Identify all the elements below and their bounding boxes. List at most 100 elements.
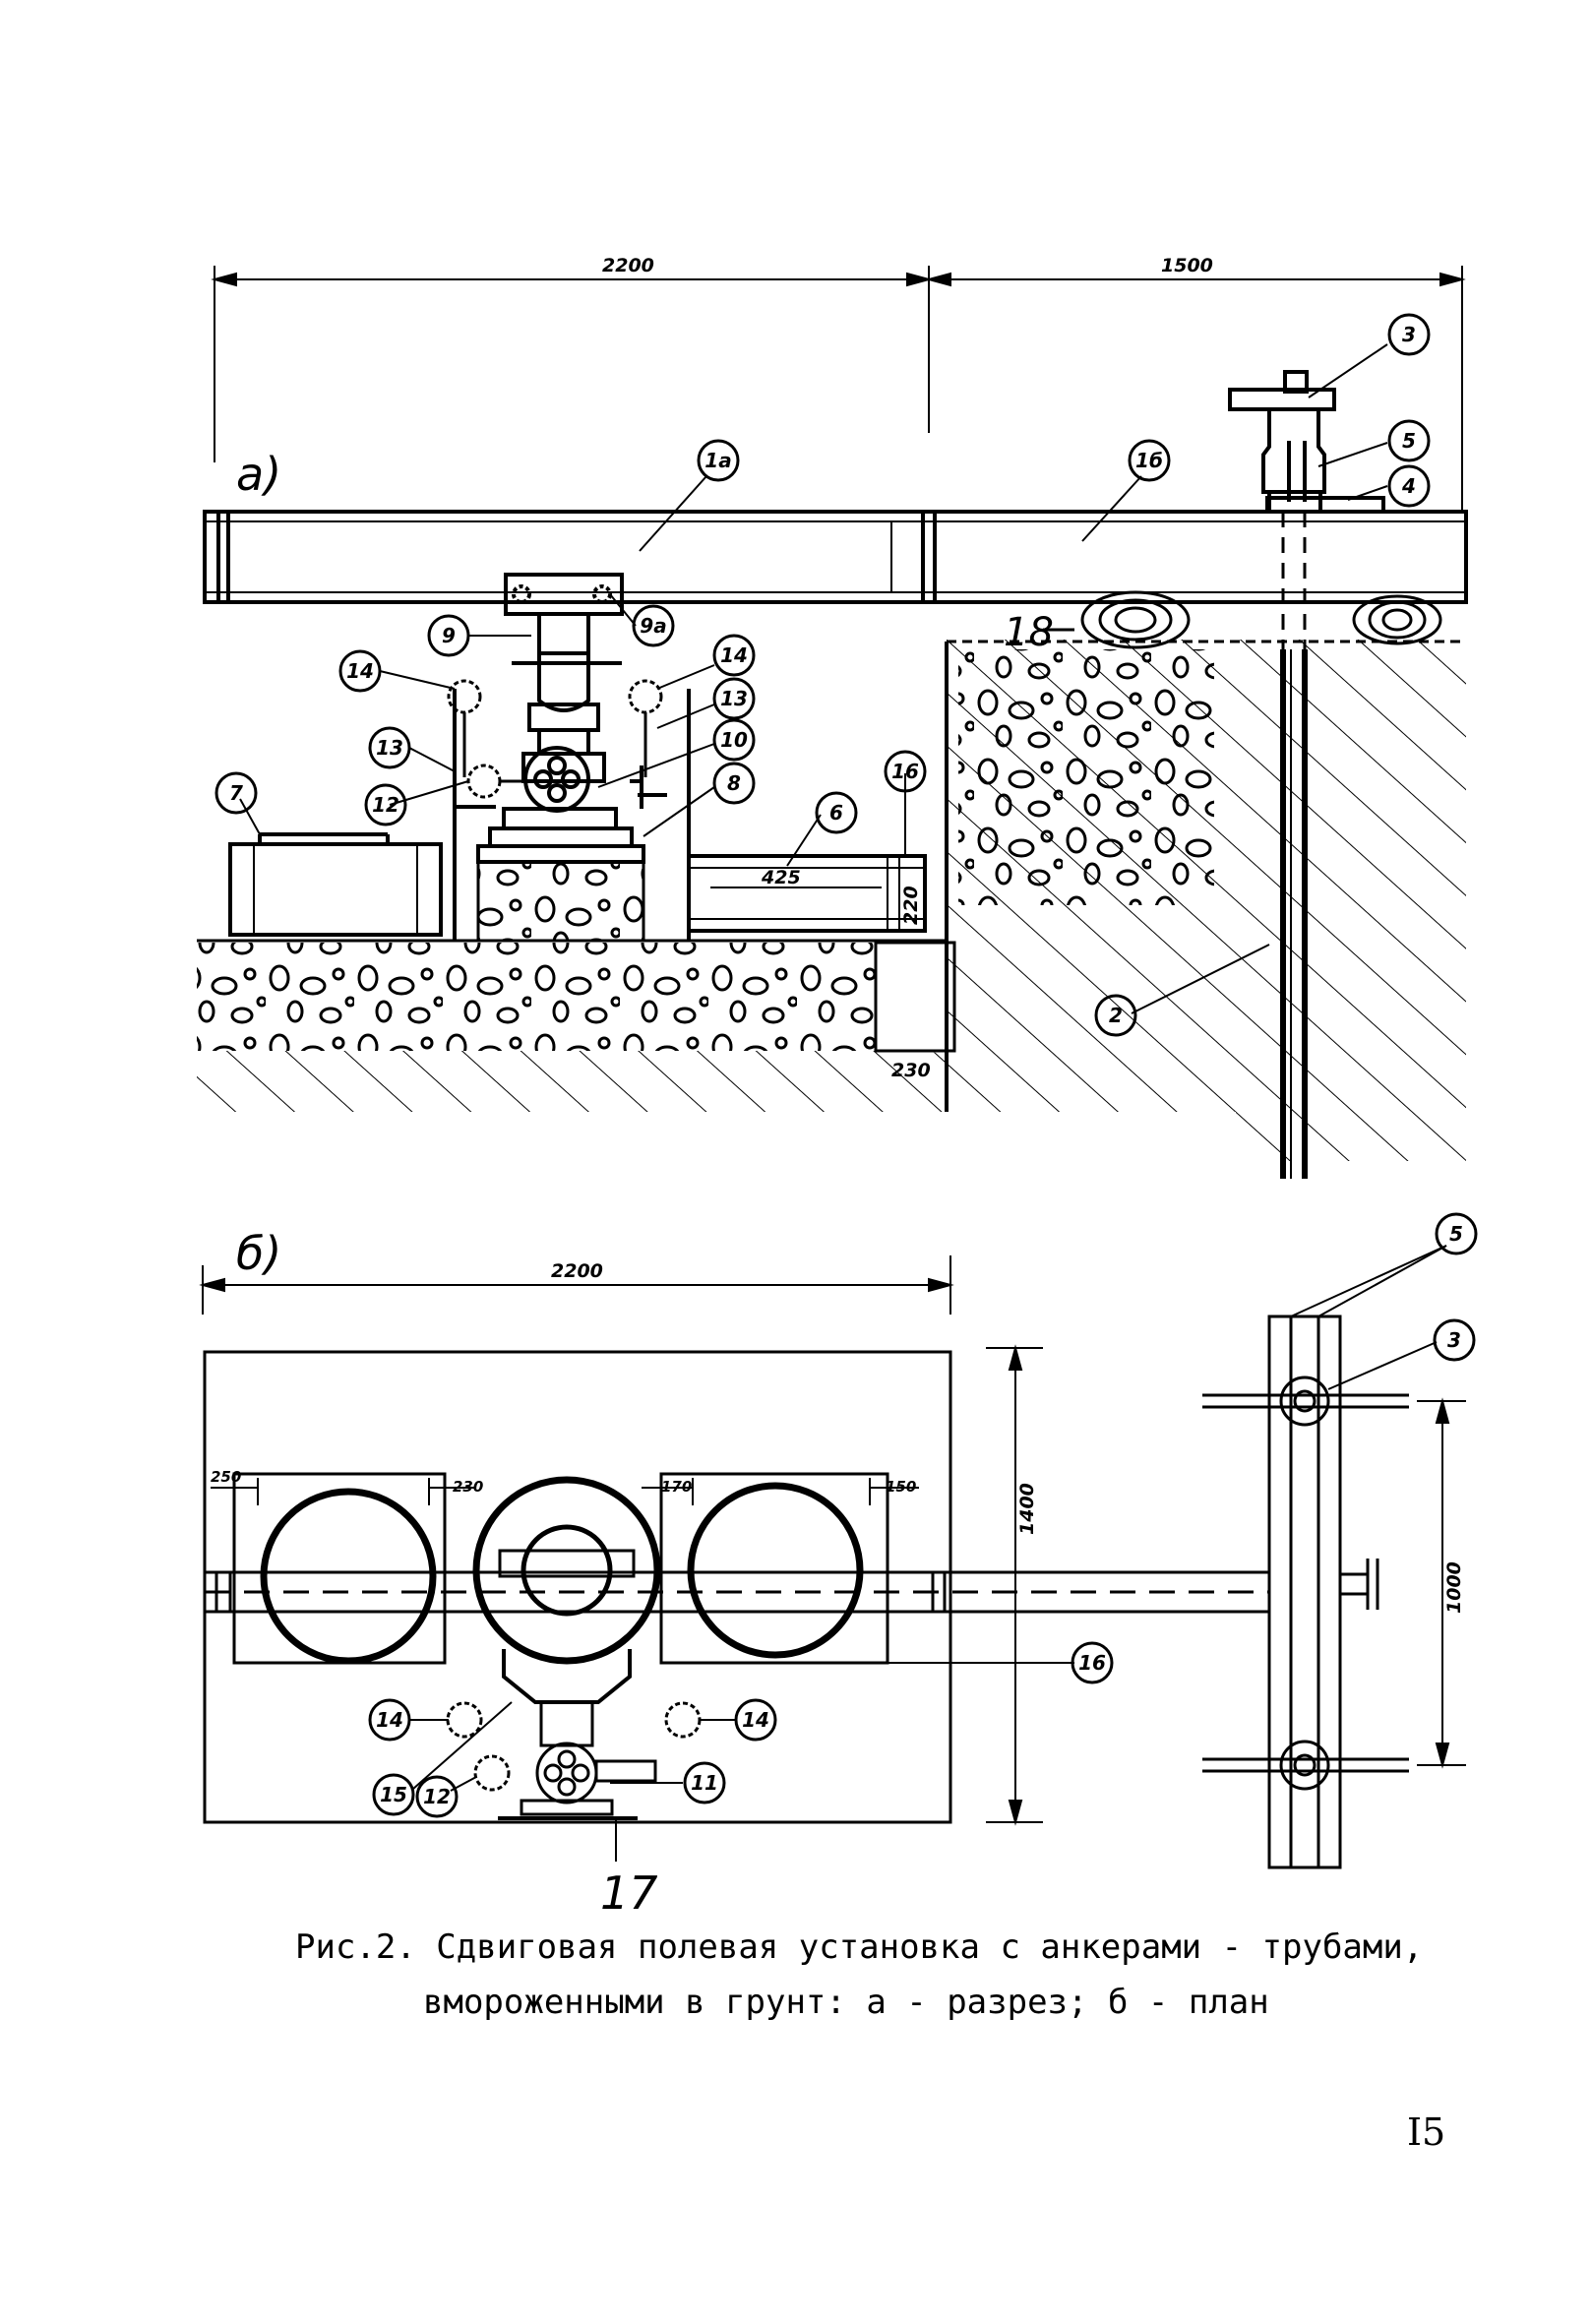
- marker-7-label: 7: [229, 781, 243, 805]
- section-a-label: a): [236, 448, 281, 501]
- marker-b17-label: 17: [600, 1866, 658, 1920]
- marker-b15-label: 15: [380, 1783, 407, 1806]
- marker-3-label: 3: [1402, 323, 1416, 346]
- dimension-line-top: [211, 266, 1466, 512]
- marker-b14-right-circle: [734, 1698, 777, 1742]
- coil-18-left: [1080, 590, 1191, 649]
- marker-2-circle: [1094, 994, 1137, 1037]
- dimension-1000: [1417, 1397, 1466, 1769]
- dimension-line-b-top: [199, 1255, 954, 1315]
- marker-1b-label: 1б: [1135, 449, 1163, 472]
- marker-12-label: 12: [372, 793, 399, 817]
- caption-line-2: вмороженными в грунт: а - разрез; б - пл…: [423, 1983, 1269, 2022]
- marker-9a-label: 9а: [640, 614, 666, 638]
- marker-10-circle: [712, 718, 756, 762]
- marker-8-circle: [712, 762, 756, 805]
- dial-gauge-plan-left: [446, 1701, 483, 1739]
- section-a: 2200 1500 a): [197, 255, 1468, 1179]
- leader-lines-b: [409, 1245, 1447, 1862]
- marker-8-label: 8: [727, 771, 741, 795]
- frozen-ground-block: [945, 640, 1466, 1161]
- marker-1a-circle: [697, 439, 740, 482]
- dim-1000-label: 1000: [1443, 1561, 1465, 1614]
- dimension-1400: [986, 1344, 1043, 1826]
- markers-a: 1a 1б 3 5 4 9 9а 14 14 13 13 10: [214, 313, 1431, 1037]
- outer-frame-plan: [203, 1350, 952, 1824]
- marker-14-left-circle: [338, 649, 382, 693]
- marker-13-left-label: 13: [376, 736, 403, 760]
- anchor-pipe-2: [1280, 512, 1308, 1179]
- markers-b: 5 3 16 14 14 15 12 11 17: [368, 1212, 1478, 1920]
- marker-10-label: 10: [720, 728, 748, 752]
- soil-rocks-left: [197, 943, 876, 1051]
- marker-b15-circle: [372, 1773, 415, 1816]
- marker-12-circle: [364, 783, 407, 826]
- dim-230-label: 230: [891, 1060, 931, 1081]
- marker-16-circle: [884, 750, 927, 793]
- marker-3-circle: [1387, 313, 1431, 356]
- circle-stamp-right: [687, 1482, 864, 1659]
- anchor-frame-plan: [1202, 1315, 1409, 1869]
- pipe-6: [687, 854, 927, 933]
- marker-2-label: 2: [1109, 1004, 1123, 1027]
- circle-stamp-left: [260, 1488, 437, 1665]
- small-block-230: [874, 941, 956, 1053]
- marker-16-label: 16: [891, 760, 919, 783]
- beam-plan: [203, 1570, 1271, 1614]
- marker-4-circle: [1387, 464, 1431, 508]
- main-beam: [203, 510, 1468, 604]
- dim-1400-label: 1400: [1016, 1483, 1038, 1535]
- dim-2200-label: 2200: [602, 255, 654, 276]
- soil-hatch-left: [197, 1051, 945, 1112]
- marker-b16-label: 16: [1078, 1651, 1106, 1675]
- dim-170-label: 170: [661, 1478, 692, 1496]
- section-b-label: б): [236, 1227, 281, 1280]
- dial-gauge-12: [466, 764, 523, 799]
- dial-gauge-plan-right: [664, 1701, 702, 1739]
- marker-b3-circle: [1433, 1318, 1476, 1362]
- section-b: б) 2200 1400 250: [199, 1212, 1478, 1920]
- marker-b16-circle: [1071, 1641, 1114, 1684]
- dim-1500-label: 1500: [1161, 255, 1213, 276]
- caption-line-1: Рис.2. Сдвиговая полевая установка с анк…: [295, 1927, 1423, 1967]
- marker-14-left-label: 14: [346, 659, 374, 683]
- dial-gauge-plan-12: [473, 1754, 511, 1792]
- loading-frame: [453, 573, 691, 941]
- marker-4-label: 4: [1401, 474, 1416, 498]
- marker-7-circle: [214, 771, 258, 815]
- small-dims-b: [211, 1478, 919, 1505]
- marker-14-right-circle: [712, 634, 756, 677]
- marker-b5-circle: [1435, 1212, 1478, 1255]
- marker-b14-left-circle: [368, 1698, 411, 1742]
- marker-13-right-label: 13: [720, 687, 748, 710]
- stamp-squares: [232, 1472, 889, 1665]
- marker-b5-label: 5: [1449, 1222, 1463, 1246]
- marker-9a-circle: [632, 604, 675, 647]
- central-stamp-fill: [476, 860, 645, 943]
- marker-5-label: 5: [1402, 429, 1416, 453]
- marker-b12-circle: [415, 1775, 459, 1818]
- marker-b12-label: 12: [423, 1785, 451, 1808]
- leader-lines-a: [239, 343, 1388, 1014]
- dim-220-label: 220: [900, 886, 922, 925]
- marker-5-circle: [1387, 419, 1431, 462]
- marker-18-label: 18: [1004, 610, 1054, 655]
- marker-b3-label: 3: [1447, 1328, 1461, 1352]
- dial-gauge-right-14: [628, 679, 663, 777]
- dim-425-label: 425: [761, 867, 801, 888]
- page-number: I5: [1407, 2110, 1445, 2154]
- marker-b11-circle: [683, 1761, 726, 1804]
- marker-13-left-circle: [368, 726, 411, 769]
- dim-230-b-label: 230: [453, 1478, 483, 1496]
- marker-9-circle: [427, 614, 470, 657]
- marker-1a-label: 1a: [704, 449, 731, 472]
- circle-stamp-center: [472, 1476, 661, 1820]
- marker-14-right-label: 14: [720, 643, 748, 667]
- marker-b14-right-label: 14: [742, 1708, 769, 1732]
- coil-18-right: [1352, 594, 1442, 645]
- marker-b11-label: 11: [691, 1771, 718, 1795]
- dim-2200-b-label: 2200: [551, 1260, 603, 1282]
- stamp-block-7: [228, 832, 443, 937]
